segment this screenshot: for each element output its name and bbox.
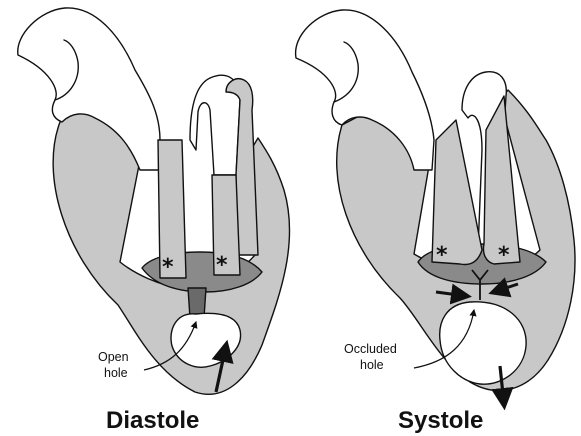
systole-panel: * * Occluded hole Systole xyxy=(296,10,575,434)
diastole-callout-line1: Open xyxy=(98,350,129,364)
systole-asterisk-right: * xyxy=(498,243,510,268)
diastole-asterisk-left: * xyxy=(162,255,174,280)
systole-callout-line1: Occluded xyxy=(344,342,397,356)
systole-lower-cavity xyxy=(440,302,526,384)
diastole-panel: * * Open hole Diastole xyxy=(18,8,290,434)
diastole-callout-line2: hole xyxy=(104,366,128,380)
diastole-title: Diastole xyxy=(106,407,199,434)
systole-asterisk-left: * xyxy=(436,243,448,268)
systole-callout-line2: hole xyxy=(360,358,384,372)
systole-title: Systole xyxy=(398,407,483,434)
diastole-asterisk-right: * xyxy=(216,253,228,278)
